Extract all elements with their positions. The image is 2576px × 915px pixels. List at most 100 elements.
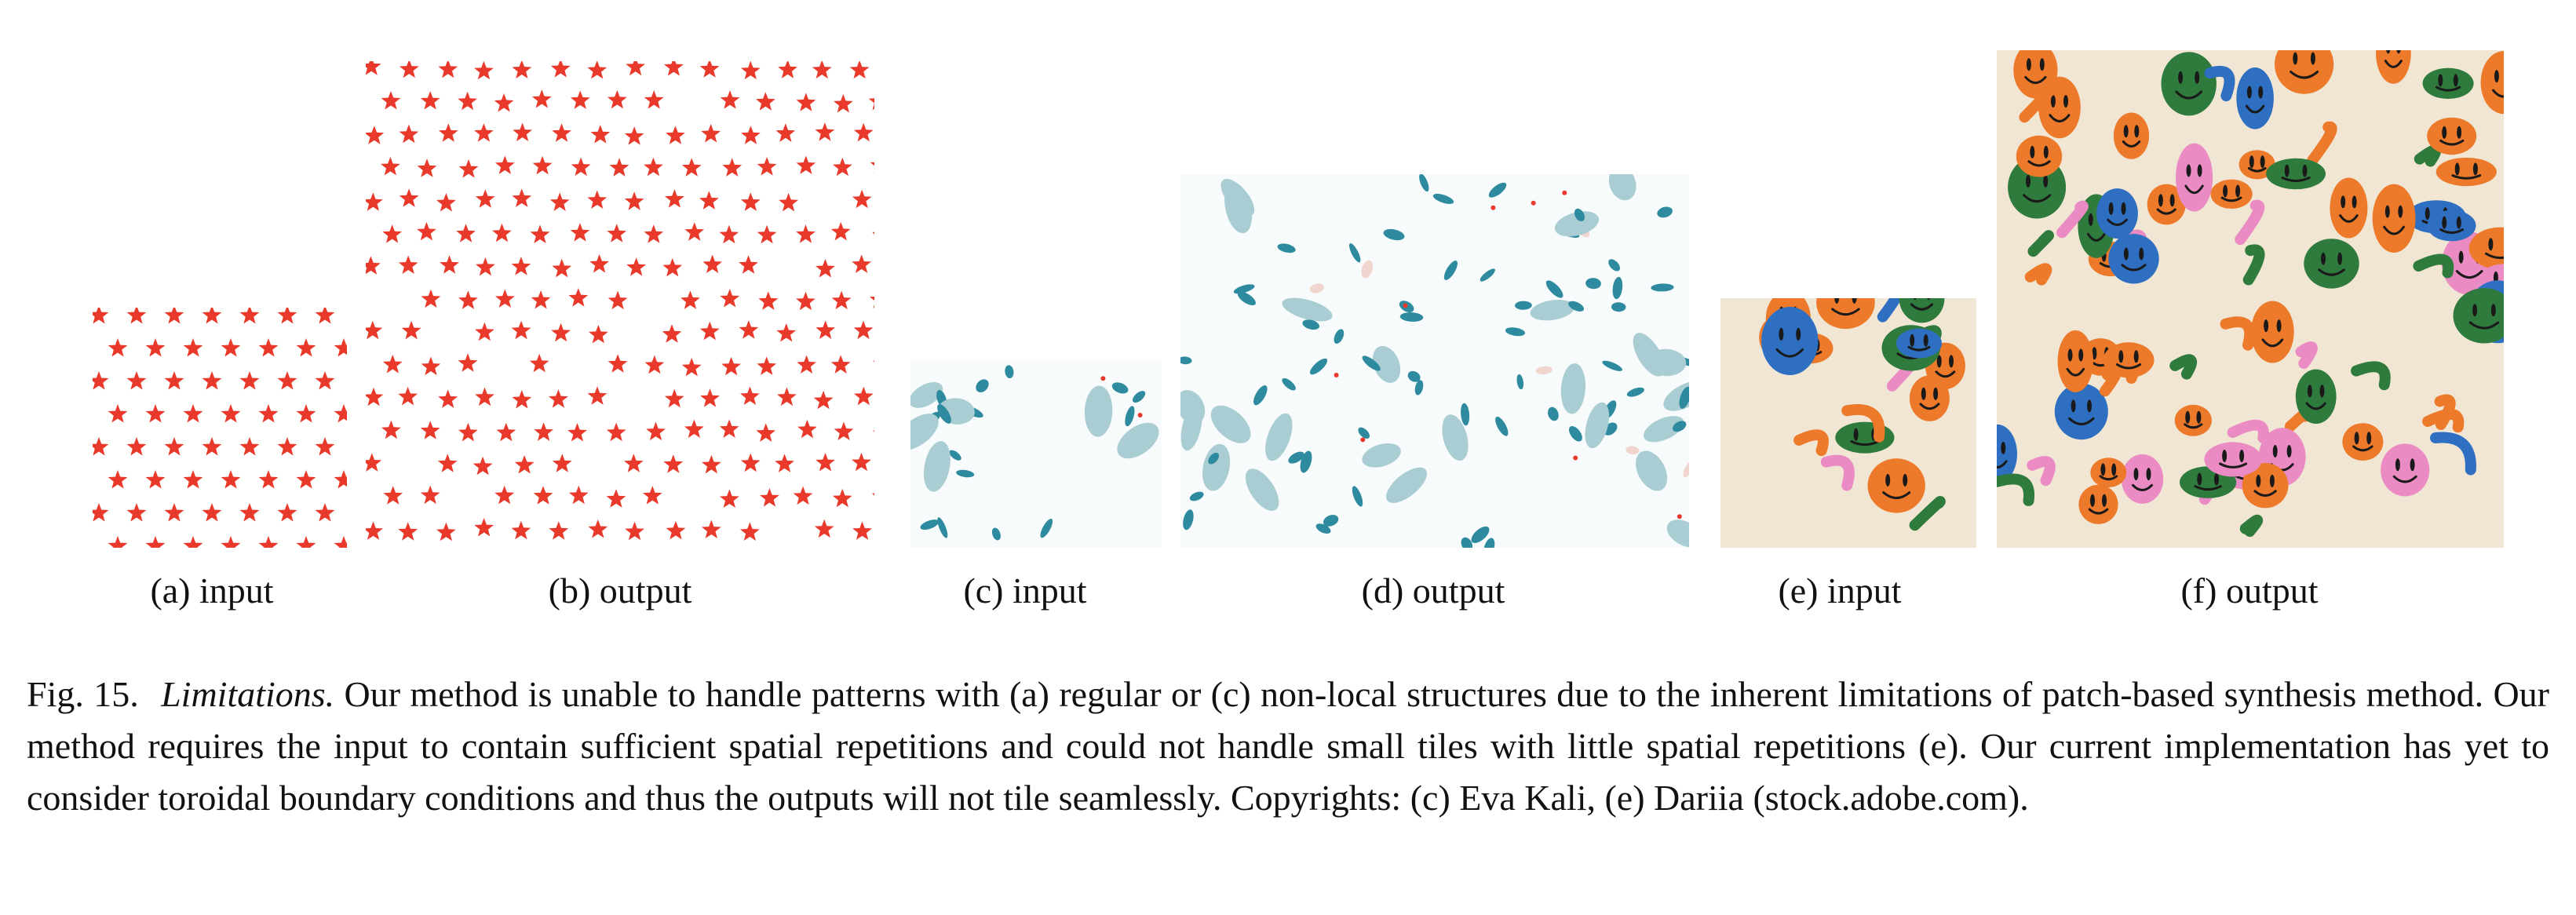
star-shape	[202, 437, 222, 456]
star-shape	[514, 455, 535, 474]
star-shape	[796, 93, 816, 111]
smiley-blob	[2351, 361, 2391, 391]
star-shape	[417, 159, 437, 177]
star-shape	[496, 422, 516, 442]
leaf-shape	[1608, 174, 1636, 201]
star-shape	[296, 404, 316, 423]
star-shape	[666, 520, 686, 540]
star-shape	[608, 354, 628, 373]
star-shape	[334, 338, 347, 357]
star-shape	[511, 320, 531, 340]
smiley-blob	[2295, 369, 2337, 424]
leaf-shape	[1111, 382, 1129, 394]
leaf-shape	[1560, 363, 1586, 414]
star-shape	[834, 421, 854, 440]
smiley-blob	[2227, 419, 2269, 443]
smiley-blob	[2430, 432, 2476, 476]
leaf-shape	[1358, 427, 1370, 439]
leaf-shape	[1202, 443, 1231, 491]
leaf-shape	[1352, 486, 1363, 507]
star-shape	[739, 320, 759, 339]
smiley-blob	[2174, 404, 2212, 436]
star-shape	[475, 322, 494, 341]
caption-title: Limitations.	[161, 674, 335, 714]
panel-c-input-image	[910, 361, 1162, 548]
star-shape	[399, 188, 419, 207]
smiley-blob	[2027, 456, 2056, 487]
leaf-shape	[1419, 174, 1429, 192]
star-shape	[606, 489, 626, 508]
star-shape	[512, 61, 532, 78]
leaf-shape	[1673, 421, 1687, 432]
star-shape	[870, 162, 874, 174]
star-shape	[420, 91, 440, 110]
star-shape	[701, 519, 721, 538]
smiley-blob	[2235, 199, 2265, 246]
star-shape	[366, 387, 384, 406]
leaf-shape	[1277, 243, 1296, 253]
leaf-shape	[1288, 451, 1304, 464]
star-shape	[164, 308, 184, 324]
star-shape	[398, 255, 418, 274]
caption-label: Fig. 15.	[27, 674, 139, 714]
leaf-shape	[1626, 387, 1644, 397]
berry-dot	[1677, 514, 1682, 519]
star-shape	[531, 290, 551, 309]
star-shape	[740, 522, 760, 541]
star-shape	[568, 288, 589, 307]
star-shape	[797, 419, 817, 439]
star-shape	[458, 290, 478, 309]
star-shape	[644, 355, 665, 374]
leaf-shape	[1117, 422, 1159, 459]
star-shape	[720, 289, 740, 308]
leaf-shape	[1220, 179, 1255, 217]
star-shape	[852, 452, 871, 472]
star-shape	[93, 308, 109, 324]
star-shape	[108, 338, 128, 357]
star-shape	[108, 470, 128, 489]
leaf-shape	[1189, 491, 1204, 501]
smiley-blob	[1877, 298, 1903, 323]
star-shape	[815, 259, 835, 278]
star-shape	[814, 519, 834, 538]
smiley-blob	[2242, 463, 2289, 509]
star-shape	[202, 371, 222, 390]
star-shape	[740, 386, 760, 405]
star-shape	[664, 388, 684, 408]
star-shape	[552, 123, 571, 142]
smiley-blob	[2236, 67, 2274, 129]
leaf-shape	[1253, 385, 1268, 406]
star-shape	[853, 320, 874, 340]
star-shape	[382, 355, 403, 374]
star-shape	[587, 190, 608, 209]
smiley-blob	[2204, 65, 2235, 102]
smiley-blob	[2100, 366, 2122, 397]
star-shape	[776, 323, 797, 342]
star-shape	[315, 308, 335, 324]
leaf-shape	[1568, 426, 1582, 442]
smiley-blob	[2250, 301, 2294, 363]
leaf-shape	[1407, 370, 1421, 382]
star-shape	[571, 157, 591, 177]
smiley-blob	[2090, 458, 2127, 488]
star-shape	[699, 61, 720, 78]
smiley-blob	[2381, 443, 2430, 497]
panel-f-label: (f) output	[2180, 571, 2319, 611]
smiley-blob	[2169, 354, 2198, 380]
star-shape	[381, 420, 401, 439]
leaf-shape	[1180, 390, 1206, 425]
smiley-blob	[2239, 514, 2263, 538]
star-shape	[775, 123, 796, 142]
smiley-blob	[1997, 424, 2017, 484]
star-shape	[474, 123, 494, 142]
leaf-shape	[1362, 443, 1401, 468]
star-shape	[644, 90, 664, 109]
leaf-shape	[1657, 206, 1673, 218]
star-shape	[183, 470, 203, 489]
star-shape	[642, 486, 662, 505]
smiley-blob	[2057, 330, 2093, 392]
leaf-shape	[1309, 283, 1324, 293]
smiley-blob	[2427, 117, 2477, 155]
star-shape	[873, 360, 874, 363]
leaf-shape	[1611, 302, 1626, 312]
